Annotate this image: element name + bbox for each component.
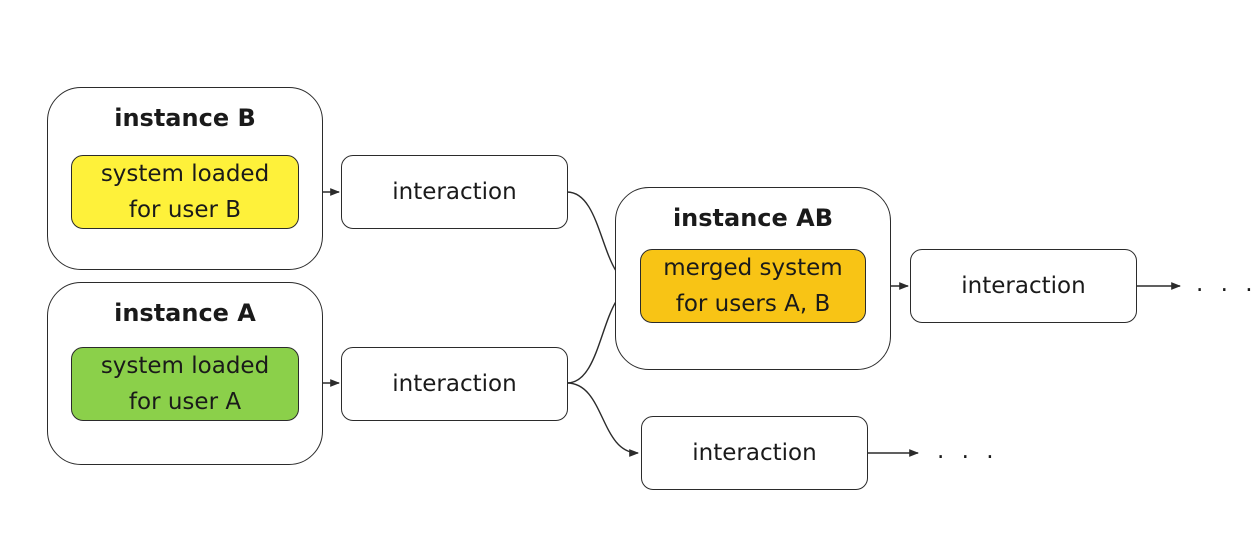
instance-ab-title: instance AB xyxy=(672,204,834,232)
interaction-branch-node: interaction xyxy=(641,416,868,490)
edge-interaction-a-to-branch xyxy=(566,382,639,457)
system-user-b-line2: for user B xyxy=(128,197,242,223)
system-user-a-line2: for user A xyxy=(128,389,242,415)
instance-b-title: instance B xyxy=(114,104,256,132)
system-user-b-line1: system loaded xyxy=(100,161,270,187)
system-user-b-node: system loaded for user B xyxy=(71,155,299,229)
interaction-ab-node: interaction xyxy=(910,249,1137,323)
merged-system-line1: merged system xyxy=(663,255,843,281)
system-user-a-node: system loaded for user A xyxy=(71,347,299,421)
instance-a-title: instance A xyxy=(114,299,256,327)
merged-system-node: merged system for users A, B xyxy=(640,249,866,323)
system-user-a-line1: system loaded xyxy=(100,353,270,379)
continuation-ellipsis-ab: . . . xyxy=(1196,271,1258,297)
continuation-ellipsis-branch: . . . xyxy=(937,438,999,464)
interaction-a-node: interaction xyxy=(341,347,568,421)
merged-system-line2: for users A, B xyxy=(675,291,831,317)
interaction-b-node: interaction xyxy=(341,155,568,229)
